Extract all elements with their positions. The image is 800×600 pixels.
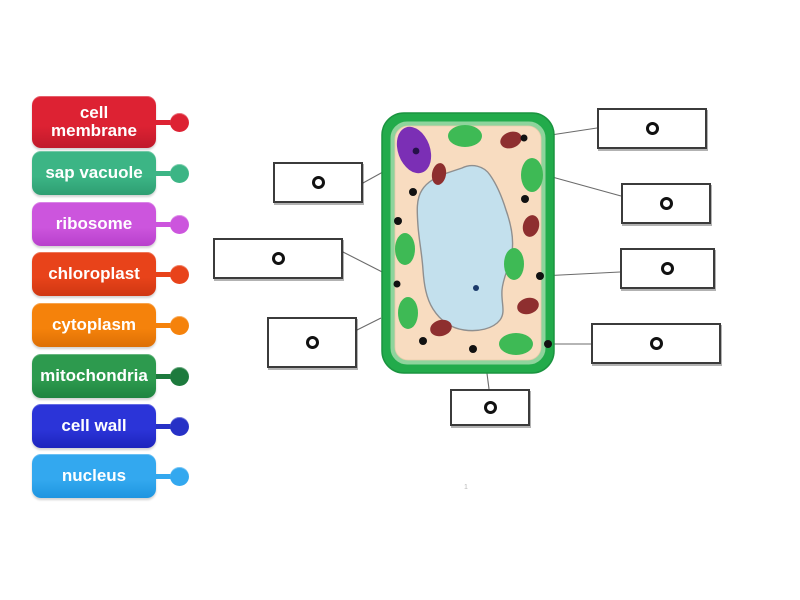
- drop-target-ring-icon: [645, 122, 659, 135]
- leader-line-3: [356, 317, 382, 331]
- label-chip-chloroplast[interactable]: chloroplast: [32, 252, 189, 296]
- label-chip-knob-cell-membrane[interactable]: [170, 112, 189, 132]
- label-chip-knob-mitochondria[interactable]: [170, 366, 189, 386]
- ribosome: [419, 337, 427, 345]
- label-chip-knob-cytoplasm[interactable]: [170, 315, 189, 335]
- label-chip-ribosome[interactable]: ribosome: [32, 202, 189, 246]
- chloroplast: [499, 333, 533, 355]
- ribosome: [520, 134, 528, 142]
- mitochondrion: [522, 215, 540, 237]
- leader-endpoint-vacuole: [473, 285, 479, 291]
- answer-box-box-8[interactable]: [450, 389, 530, 426]
- drop-target-ring-icon: [311, 176, 325, 189]
- drop-target-ring-icon: [305, 336, 319, 349]
- drop-target-ring-icon: [649, 337, 663, 350]
- label-chip-body-ribosome[interactable]: ribosome: [32, 202, 156, 246]
- drop-target-ring-icon: [271, 252, 285, 265]
- chloroplast: [395, 233, 415, 265]
- label-chip-knob-sap-vacuole[interactable]: [170, 163, 189, 183]
- mitochondrion: [517, 297, 539, 315]
- label-chip-connector-cell-membrane: [156, 119, 172, 125]
- chloroplast-shapes: [395, 125, 543, 355]
- label-chip-text-ribosome: ribosome: [55, 214, 133, 234]
- answer-box-box-7[interactable]: [591, 323, 721, 364]
- sap-vacuole-shape: [416, 164, 514, 332]
- label-chip-body-sap-vacuole[interactable]: sap vacuole: [32, 151, 156, 195]
- answer-box-box-6[interactable]: [620, 248, 715, 289]
- leader-endpoints: [473, 285, 479, 291]
- label-chip-knob-chloroplast[interactable]: [170, 264, 189, 284]
- label-chip-body-chloroplast[interactable]: chloroplast: [32, 252, 156, 296]
- ribosome: [544, 340, 552, 348]
- chloroplast: [521, 158, 543, 192]
- label-chip-cell-wall[interactable]: cell wall: [32, 404, 189, 448]
- label-chip-body-cytoplasm[interactable]: cytoplasm: [32, 303, 156, 347]
- chloroplast: [398, 297, 418, 329]
- label-chip-mitochondria[interactable]: mitochondria: [32, 354, 189, 398]
- answer-box-box-4[interactable]: [597, 108, 707, 149]
- answer-box-box-3[interactable]: [267, 317, 357, 368]
- mitochondrion: [431, 163, 447, 185]
- label-chip-nucleus[interactable]: nucleus: [32, 454, 189, 498]
- ribosome-shapes: [393, 134, 552, 353]
- drop-target-ring-icon: [659, 197, 673, 210]
- mitochondrion: [500, 131, 522, 149]
- answer-box-box-2[interactable]: [213, 238, 343, 279]
- ribosome: [394, 217, 402, 225]
- label-chip-connector-ribosome: [156, 221, 172, 227]
- label-chip-text-nucleus: nucleus: [61, 466, 127, 486]
- label-chip-knob-ribosome[interactable]: [170, 214, 189, 234]
- label-chip-text-chloroplast: chloroplast: [48, 264, 140, 284]
- label-chip-body-mitochondria[interactable]: mitochondria: [32, 354, 156, 398]
- label-chip-sap-vacuole[interactable]: sap vacuole: [32, 151, 189, 195]
- label-chip-text-sap-vacuole: sap vacuole: [45, 163, 143, 183]
- footer-mark: 1: [464, 484, 468, 491]
- label-chip-body-cell-wall[interactable]: cell wall: [32, 404, 156, 448]
- mitochondrion: [430, 319, 452, 337]
- label-chip-connector-nucleus: [156, 473, 172, 479]
- label-chip-text-cell-wall: cell wall: [61, 416, 127, 436]
- label-chip-cytoplasm[interactable]: cytoplasm: [32, 303, 189, 347]
- chloroplast: [504, 248, 524, 280]
- ribosome: [536, 272, 544, 280]
- chloroplast: [448, 125, 482, 147]
- label-chip-connector-cytoplasm: [156, 322, 172, 328]
- ribosome: [409, 188, 417, 196]
- label-chip-text-line: cell: [79, 103, 109, 123]
- label-chip-connector-cell-wall: [156, 423, 172, 429]
- answer-box-box-1[interactable]: [273, 162, 363, 203]
- label-chip-connector-sap-vacuole: [156, 170, 172, 176]
- nucleolus-shape: [412, 147, 420, 155]
- label-chip-knob-nucleus[interactable]: [170, 466, 189, 486]
- ribosome: [469, 345, 477, 353]
- answer-box-box-5[interactable]: [621, 183, 711, 224]
- mitochondria-shapes: [430, 131, 540, 337]
- label-chip-body-nucleus[interactable]: nucleus: [32, 454, 156, 498]
- label-chip-text-mitochondria: mitochondria: [40, 366, 148, 386]
- label-chip-connector-mitochondria: [156, 373, 172, 379]
- drop-target-ring-icon: [483, 401, 497, 414]
- label-chip-connector-chloroplast: [156, 271, 172, 277]
- drop-target-ring-icon: [661, 262, 674, 275]
- label-chip-text-cytoplasm: cytoplasm: [51, 315, 137, 335]
- ribosome: [521, 195, 529, 203]
- ribosome: [393, 280, 401, 288]
- label-chip-text-line: membrane: [51, 121, 137, 140]
- label-chip-knob-cell-wall[interactable]: [170, 416, 189, 436]
